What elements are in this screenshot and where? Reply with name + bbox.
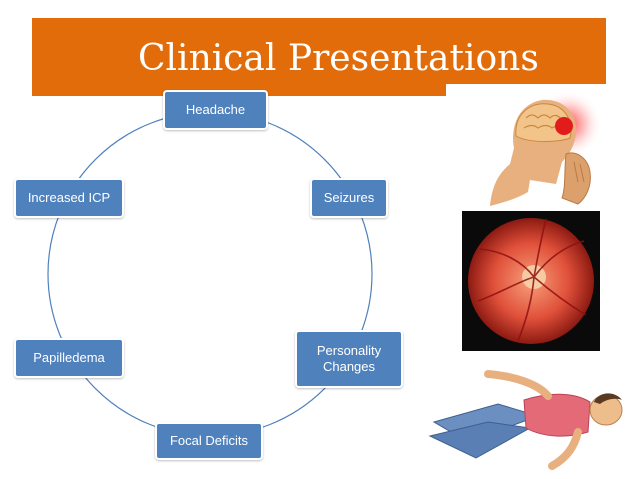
slide-title: Clinical Presentations [138,38,539,79]
cycle-node-focal-deficits: Focal Deficits [155,422,263,460]
unconscious-person-illustration-icon [428,362,628,472]
title-bar [32,18,606,84]
cycle-node-personality-changes: Personality Changes [295,330,403,388]
cycle-node-seizures: Seizures [310,178,388,218]
cycle-node-increased-icp: Increased ICP [14,178,124,218]
cycle-node-papilledema: Papilledema [14,338,124,378]
papilledema-fundus-photo-icon [462,211,600,351]
headache-illustration-icon [470,88,606,206]
cycle-node-headache: Headache [163,90,268,130]
